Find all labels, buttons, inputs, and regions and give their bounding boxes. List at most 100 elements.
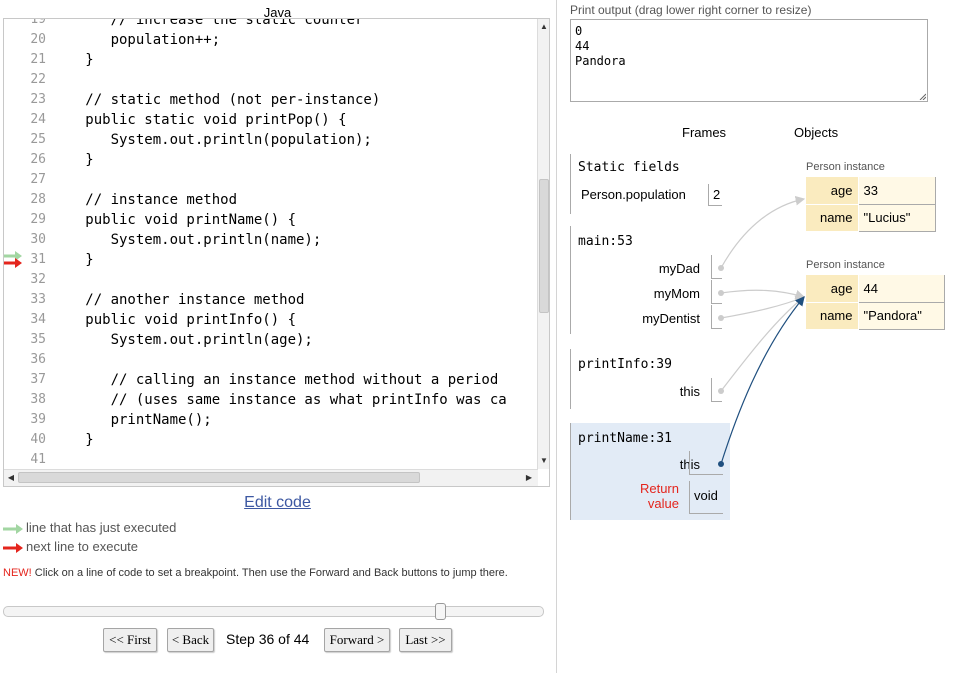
vertical-scroll-thumb[interactable] <box>539 179 549 313</box>
resize-grip-icon[interactable] <box>919 93 926 100</box>
line-number[interactable]: 20 <box>30 32 46 47</box>
line-number[interactable]: 30 <box>30 232 46 247</box>
main-frame-title: main:53 <box>578 234 633 249</box>
code-text: System.out.println(age); <box>60 332 313 348</box>
forward-button[interactable]: Forward > <box>324 628 390 652</box>
object-1-name-row: name"Lucius" <box>806 204 936 232</box>
scroll-left-arrow-icon[interactable]: ◀ <box>7 473 15 482</box>
code-line[interactable]: 26 } <box>4 150 538 170</box>
line-number[interactable]: 29 <box>30 212 46 227</box>
step-slider-handle[interactable] <box>435 603 446 620</box>
var-myDentist-box <box>711 305 722 329</box>
code-line[interactable]: 23 // static method (not per-instance) <box>4 90 538 110</box>
line-number[interactable]: 37 <box>30 372 46 387</box>
code-line[interactable]: 37 // calling an instance method without… <box>4 370 538 390</box>
code-line[interactable]: 19 // increase the static counter <box>4 19 538 30</box>
line-number[interactable]: 41 <box>30 452 46 467</box>
code-line[interactable]: 36 <box>4 350 538 370</box>
line-number[interactable]: 24 <box>30 112 46 127</box>
line-number[interactable]: 39 <box>30 412 46 427</box>
code-line[interactable]: 38 // (uses same instance as what printI… <box>4 390 538 410</box>
code-line[interactable]: 20 population++; <box>4 30 538 50</box>
vertical-scrollbar[interactable]: ▲ ▼ <box>537 19 549 469</box>
objects-header: Objects <box>794 125 839 140</box>
first-button[interactable]: << First <box>103 628 157 652</box>
code-line[interactable]: 30 System.out.println(name); <box>4 230 538 250</box>
code-text: // static method (not per-instance) <box>60 92 381 108</box>
step-slider[interactable] <box>3 603 544 620</box>
horizontal-scrollbar[interactable]: ◀ ▶ <box>4 469 538 486</box>
object-1-label: Person instance <box>806 161 885 173</box>
last-button[interactable]: Last >> <box>399 628 452 652</box>
line-number[interactable]: 38 <box>30 392 46 407</box>
line-number[interactable]: 32 <box>30 272 46 287</box>
return-label-line1: Return <box>639 481 679 496</box>
code-text: public void printInfo() { <box>60 312 297 328</box>
code-line[interactable]: 28 // instance method <box>4 190 538 210</box>
object-2-name-row: name"Pandora" <box>806 302 945 330</box>
object-2-name-value: "Pandora" <box>858 302 945 330</box>
line-number[interactable]: 23 <box>30 92 46 107</box>
code-line[interactable]: 29 public void printName() { <box>4 210 538 230</box>
new-tag: NEW! <box>3 567 32 579</box>
scroll-right-arrow-icon[interactable]: ▶ <box>525 473 533 482</box>
line-number[interactable]: 36 <box>30 352 46 367</box>
line-number[interactable]: 19 <box>30 19 46 27</box>
code-line[interactable]: 39 printName(); <box>4 410 538 430</box>
printName-this-box <box>689 451 723 475</box>
line-number[interactable]: 40 <box>30 432 46 447</box>
line-number[interactable]: 25 <box>30 132 46 147</box>
scroll-up-arrow-icon[interactable]: ▲ <box>540 22 548 31</box>
code-text: // calling an instance method without a … <box>60 372 499 388</box>
code-text: public static void printPop() { <box>60 112 347 128</box>
object-1-name-key: name <box>806 204 859 232</box>
static-var-name: Person.population <box>581 187 686 202</box>
scroll-down-arrow-icon[interactable]: ▼ <box>540 456 548 465</box>
code-text: // (uses same instance as what printInfo… <box>60 392 507 408</box>
static-fields-title: Static fields <box>578 160 680 175</box>
line-number[interactable]: 35 <box>30 332 46 347</box>
myMom-pointer <box>720 289 806 300</box>
object-2-age-key: age <box>806 275 859 303</box>
line-number[interactable]: 34 <box>30 312 46 327</box>
line-number[interactable]: 33 <box>30 292 46 307</box>
line-number[interactable]: 26 <box>30 152 46 167</box>
line-number[interactable]: 22 <box>30 72 46 87</box>
code-text: } <box>60 432 94 448</box>
legend-just-executed-label: line that has just executed <box>26 520 177 535</box>
code-line[interactable]: 41 <box>4 450 538 469</box>
code-line[interactable]: 24 public static void printPop() { <box>4 110 538 130</box>
code-text: } <box>60 252 94 268</box>
back-button[interactable]: < Back <box>167 628 214 652</box>
panel-divider <box>556 0 557 673</box>
print-output-label: Print output (drag lower right corner to… <box>570 3 812 17</box>
code-line[interactable]: 33 // another instance method <box>4 290 538 310</box>
line-number[interactable]: 21 <box>30 52 46 67</box>
code-text: // increase the static counter <box>60 19 364 28</box>
edit-code-link[interactable]: Edit code <box>244 494 311 511</box>
print-output-box[interactable]: 0 44 Pandora <box>570 19 928 102</box>
line-number[interactable]: 28 <box>30 192 46 207</box>
note-text: Click on a line of code to set a breakpo… <box>31 567 508 579</box>
code-line[interactable]: 27 <box>4 170 538 190</box>
code-line[interactable]: 31 } <box>4 250 538 270</box>
code-line[interactable]: 25 System.out.println(population); <box>4 130 538 150</box>
code-line[interactable]: 35 System.out.println(age); <box>4 330 538 350</box>
code-line[interactable]: 34 public void printInfo() { <box>4 310 538 330</box>
return-label-line2: value <box>647 496 679 511</box>
code-line[interactable]: 22 <box>4 70 538 90</box>
legend-next-line: next line to execute <box>3 539 138 554</box>
code-line[interactable]: 21 } <box>4 50 538 70</box>
horizontal-scroll-thumb[interactable] <box>18 472 420 483</box>
line-number[interactable]: 27 <box>30 172 46 187</box>
code-line[interactable]: 32 <box>4 270 538 290</box>
myDad-pointer <box>720 196 806 269</box>
object-2-age-value: 44 <box>858 275 945 303</box>
line-number[interactable]: 31 <box>30 252 46 267</box>
object-1-age-value: 33 <box>858 177 936 205</box>
code-text: public void printName() { <box>60 212 297 228</box>
code-line[interactable]: 40 } <box>4 430 538 450</box>
